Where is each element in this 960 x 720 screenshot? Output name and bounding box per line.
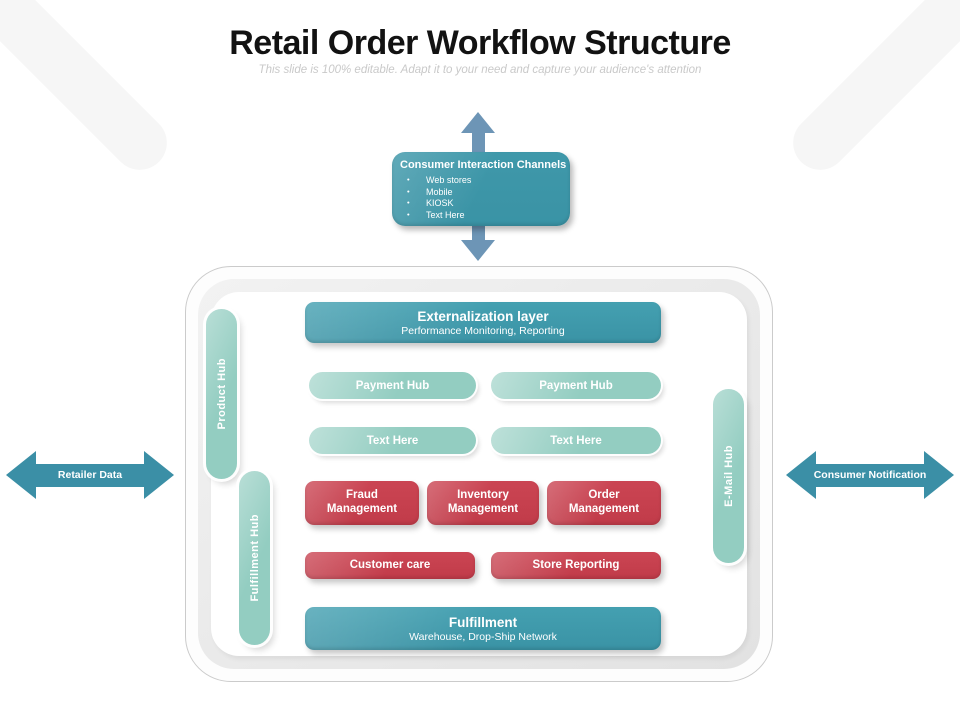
bullet-item: •KIOSK — [407, 198, 454, 209]
bullet-icon: • — [407, 186, 410, 196]
externalization-layer-box: Externalization layer Performance Monito… — [305, 302, 661, 343]
text-here-left-pill: Text Here — [309, 427, 476, 454]
box-subtitle: Warehouse, Drop-Ship Network — [409, 630, 557, 643]
arrow-down-icon — [461, 240, 495, 261]
bullet-icon: • — [407, 198, 410, 208]
fraud-management-box: Fraud Management — [305, 481, 419, 525]
retailer-data-arrow: Retailer Data — [6, 451, 174, 499]
workflow-container — [185, 266, 773, 682]
box-subtitle: Performance Monitoring, Reporting — [401, 324, 565, 337]
bullet-list: •Web stores •Mobile •KIOSK •Text Here — [400, 175, 562, 221]
tab-label: Product Hub — [215, 358, 228, 430]
consumer-interaction-channels-box: Consumer Interaction Channels •Web store… — [392, 152, 570, 226]
payment-hub-left-pill: Payment Hub — [309, 372, 476, 399]
consumer-notification-arrow: Consumer Notification — [786, 451, 954, 499]
box-title: Externalization layer — [417, 308, 549, 324]
container-inner-panel — [211, 292, 747, 656]
arrow-down-shaft — [472, 226, 485, 242]
tab-label: E-Mail Hub — [722, 445, 735, 507]
arrow-up-shaft — [472, 131, 485, 153]
email-hub-tab: E-Mail Hub — [713, 389, 744, 563]
slide-subtitle: This slide is 100% editable. Adapt it to… — [258, 64, 702, 76]
tab-label: Fulfillment Hub — [248, 514, 261, 602]
bullet-icon: • — [407, 209, 410, 219]
arrow-shaft — [36, 463, 144, 487]
store-reporting-box: Store Reporting — [491, 552, 661, 579]
fulfillment-box: Fulfillment Warehouse, Drop-Ship Network — [305, 607, 661, 650]
box-title: Fulfillment — [448, 614, 518, 630]
arrow-shaft — [816, 463, 924, 487]
customer-care-box: Customer care — [305, 552, 475, 579]
payment-hub-right-pill: Payment Hub — [491, 372, 661, 399]
arrow-right-head-icon — [924, 451, 954, 499]
fulfillment-hub-tab: Fulfillment Hub — [239, 471, 270, 645]
arrow-up-icon — [461, 112, 495, 133]
bullet-item: •Mobile — [407, 186, 453, 197]
inventory-management-box: Inventory Management — [427, 481, 539, 525]
arrow-left-head-icon — [786, 451, 816, 499]
text-here-right-pill: Text Here — [491, 427, 661, 454]
slide-title: Retail Order Workflow Structure — [229, 24, 731, 62]
arrow-left-head-icon — [6, 451, 36, 499]
order-management-box: Order Management — [547, 481, 661, 525]
bullet-item: •Text Here — [407, 209, 465, 220]
arrow-label: Retailer Data — [57, 469, 123, 481]
arrow-label: Consumer Notification — [813, 469, 927, 481]
box-title: Consumer Interaction Channels — [400, 159, 567, 171]
bullet-item: •Web stores — [407, 175, 472, 185]
bullet-icon: • — [407, 175, 410, 184]
product-hub-tab: Product Hub — [206, 309, 237, 479]
arrow-right-head-icon — [144, 451, 174, 499]
